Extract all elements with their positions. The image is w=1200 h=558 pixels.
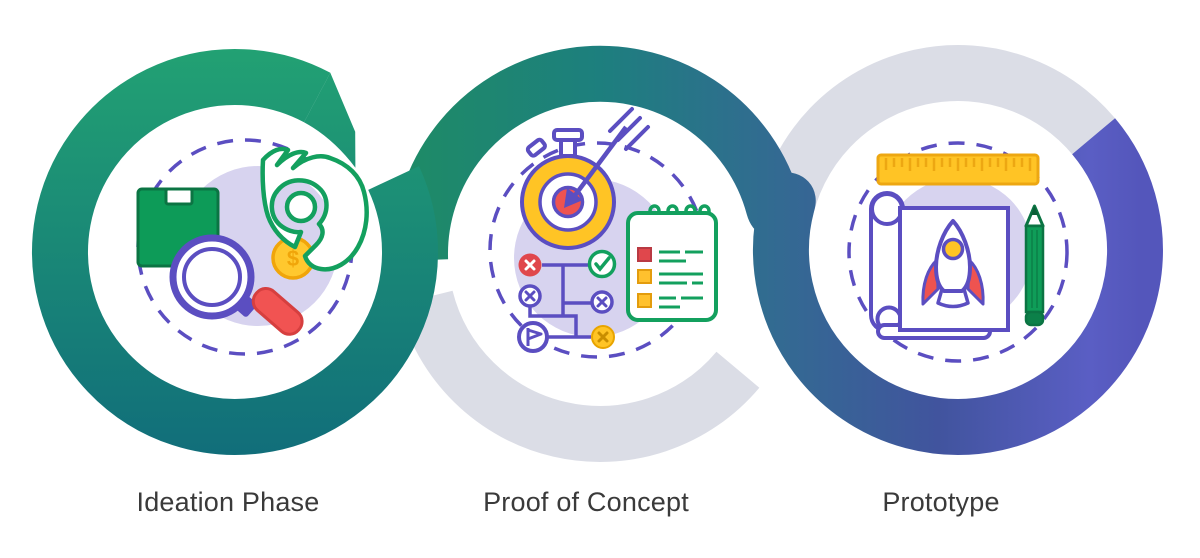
checklist-notepad-icon: [626, 204, 718, 322]
phase-label-prototype: Prototype: [882, 487, 1000, 517]
rocket-window: [941, 237, 965, 261]
prototype-dashed-circle: [847, 141, 1069, 363]
check-node-icon: [587, 249, 617, 279]
magnifier-icon: [169, 234, 304, 336]
phase-label-proof-of-concept: Proof of Concept: [483, 487, 689, 517]
poc-icon-cluster: [488, 107, 718, 359]
ideation-ring-arrow-tail: [304, 72, 356, 168]
poc-track-ring: [398, 290, 760, 462]
svg-text:$: $: [287, 246, 299, 271]
strategy-flowchart-icon: [517, 249, 617, 353]
phase-label-ideation: Ideation Phase: [136, 487, 320, 517]
blueprint-scroll-icon: [869, 191, 1010, 340]
ruler-icon: [876, 153, 1040, 186]
magnifier-handle: [251, 287, 304, 336]
pencil-icon: [1024, 204, 1045, 327]
prototype-track-ring: [756, 45, 1126, 225]
ideation-ring: [32, 49, 439, 455]
cross-node-yellow-icon: [591, 325, 615, 349]
flow-ribbon: [392, 45, 1163, 455]
prototype-icon-cluster: [847, 141, 1069, 363]
arrow-hit-icon: [564, 107, 650, 208]
rocket-icon: [921, 219, 985, 309]
flag-node-icon: [517, 321, 549, 353]
hand-holding-coin-icon: [260, 146, 369, 272]
ideation-icon-cluster: $: [136, 138, 369, 356]
stopwatch-target-icon: [520, 107, 650, 250]
cross-node-icon: [518, 253, 542, 277]
